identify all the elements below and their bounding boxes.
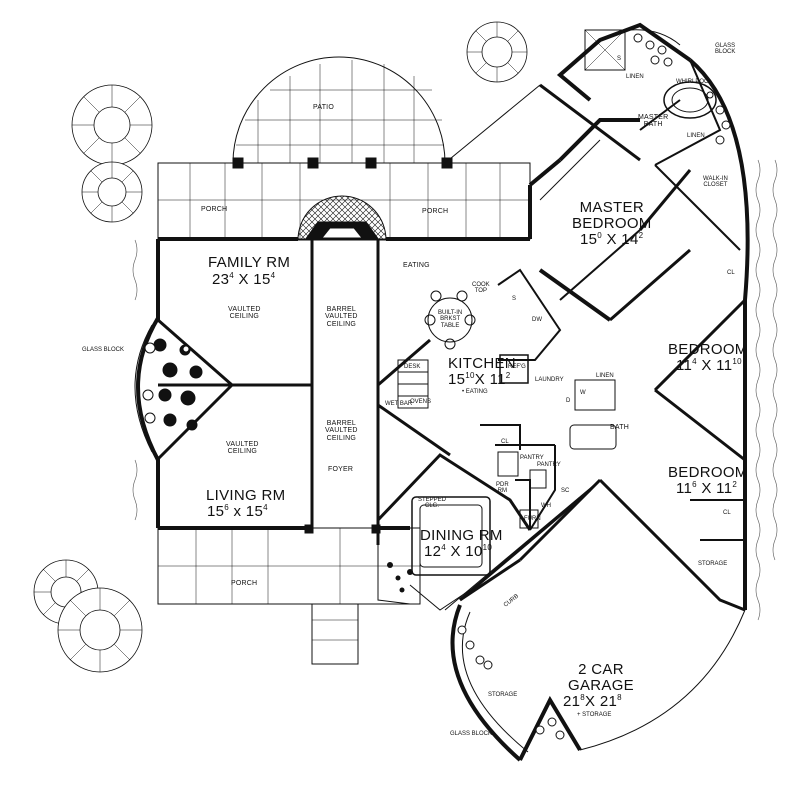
glass-block-bay <box>134 316 203 461</box>
interior-walls <box>156 239 451 528</box>
living-room-name: LIVING RM <box>206 487 286 504</box>
glass-block-left-label: GLASS BLOCK <box>82 347 125 353</box>
living-room-size: 156 x 154 <box>207 503 268 520</box>
garage-size: 218X 218 <box>563 693 622 710</box>
linen-label-top: LINEN <box>626 74 644 80</box>
porch-label-rear-left: PORCH <box>201 206 228 213</box>
kitchen-note: • EATING <box>462 389 488 395</box>
patio-label: PATIO <box>313 104 334 111</box>
tree-left-1 <box>71 84 153 166</box>
kitchen-name: KITCHEN <box>448 355 516 372</box>
garage-note: + STORAGE <box>577 712 612 718</box>
s-label-kitchen: S <box>512 296 517 302</box>
storage-label-garage: STORAGE <box>488 692 518 698</box>
dining-room-name: DINING RM <box>420 527 503 544</box>
porch-label-front: PORCH <box>231 580 258 587</box>
w-label: W <box>580 390 586 396</box>
dining-room-size: 124 X 1010 <box>424 543 493 560</box>
pantry-label-1: PANTRY <box>520 455 544 461</box>
kitchen-walls <box>397 83 692 409</box>
glass-block-top-right <box>633 33 731 145</box>
storage-label-bedroom: STORAGE <box>698 561 728 567</box>
tree-left-2 <box>81 161 143 223</box>
wet-bar-label: WET BAR <box>385 401 413 407</box>
fireplace <box>297 195 387 241</box>
patio <box>232 56 446 164</box>
linen-label-bath: LINEN <box>687 133 705 139</box>
bedroom1-name: BEDROOM <box>668 341 748 358</box>
tree-bottom-2 <box>57 587 143 673</box>
desk-label: DESK <box>404 364 421 370</box>
bedroom2-name: BEDROOM <box>668 464 748 481</box>
whirlpool-label: WHIRLPOOL <box>676 79 713 85</box>
pantry-label-2: PANTRY <box>537 462 561 468</box>
bath-label: BATH <box>610 424 629 431</box>
ovens-label: OVENS <box>410 399 432 405</box>
porch-label-rear-right: PORCH <box>422 208 449 215</box>
eating-label: EATING <box>403 262 430 269</box>
glass-block-bottom-label: GLASS BLOCK <box>450 731 493 737</box>
furn-label: FURN <box>524 516 541 522</box>
cl-label-1: CL <box>727 270 735 276</box>
right-hedge <box>132 159 778 621</box>
dining-walls <box>376 453 601 611</box>
dw-label: DW <box>532 317 542 323</box>
bedroom1-size: 114 X 1110 <box>676 357 742 374</box>
family-room-name: FAMILY RM <box>208 254 291 271</box>
cl-label-2: CL <box>723 510 731 516</box>
s-label-bath: S <box>617 56 622 62</box>
linen-label-hall: LINEN <box>596 373 614 379</box>
foyer-label: FOYER <box>328 466 354 473</box>
cl-label-3: CL <box>501 439 509 445</box>
bedroom2-size: 116 X 112 <box>676 480 738 497</box>
master-bedroom-size: 150 X 142 <box>580 231 644 248</box>
kitchen-size: 1510X 112 <box>448 371 511 388</box>
utility-core <box>480 424 556 531</box>
family-room-size: 234 X 154 <box>212 271 276 288</box>
wh-label: WH <box>541 503 551 509</box>
front-porch <box>157 524 421 665</box>
entry-planter <box>387 562 413 593</box>
bedroom-wing <box>459 22 750 612</box>
garage <box>450 604 746 762</box>
laundry-label: LAUNDRY <box>535 377 564 383</box>
d-label: D <box>566 398 571 404</box>
tree-top <box>466 21 528 83</box>
sc-label: SC <box>561 488 570 494</box>
refg-label: REF'G <box>508 364 526 370</box>
